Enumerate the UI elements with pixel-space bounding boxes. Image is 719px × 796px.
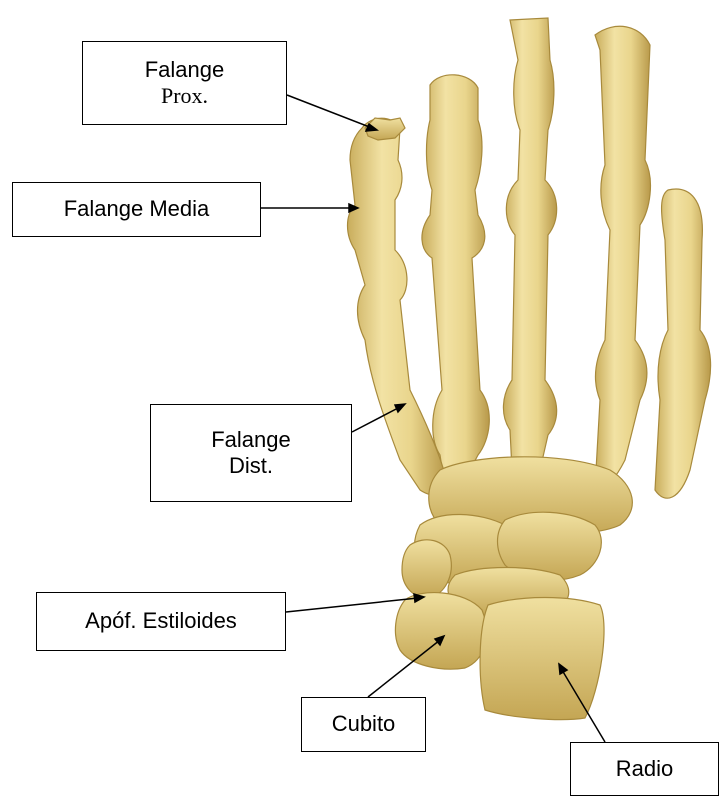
label-falange-dist: Falange Dist. (150, 404, 352, 502)
label-falange-prox: Falange Prox. (82, 41, 287, 125)
label-falange-media: Falange Media (12, 182, 261, 237)
label-falange-dist-line1: Falange (211, 427, 291, 453)
label-falange-prox-line1: Falange (145, 57, 225, 83)
label-falange-prox-line2: Prox. (161, 83, 208, 109)
label-radio-text: Radio (616, 756, 673, 782)
label-apof-estiloides: Apóf. Estiloides (36, 592, 286, 651)
label-apof-estiloides-text: Apóf. Estiloides (85, 608, 237, 634)
label-cubito: Cubito (301, 697, 426, 752)
hand-skeleton-illustration (348, 18, 711, 720)
label-falange-media-text: Falange Media (64, 196, 210, 222)
label-radio: Radio (570, 742, 719, 796)
label-falange-dist-line2: Dist. (229, 453, 273, 479)
label-cubito-text: Cubito (332, 711, 396, 737)
